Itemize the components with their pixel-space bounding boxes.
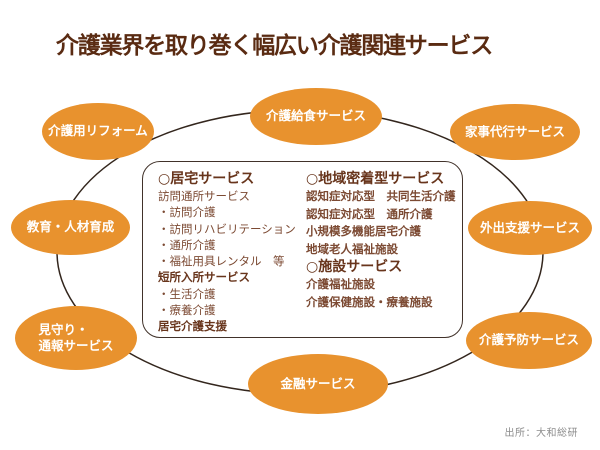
- service-item: ・生活介護: [158, 286, 216, 301]
- service-item: 介護福祉施設: [306, 277, 375, 292]
- service-subheading: 短所入所サービス: [158, 270, 250, 285]
- service-list-box: ○居宅サービス 訪問通所サービス ・訪問介護 ・訪問リハビリテーション ・通所介…: [142, 161, 463, 338]
- service-item: ・福祉用具レンタル 等: [158, 254, 285, 269]
- bubble-label: 介護用リフォーム: [48, 123, 148, 139]
- service-item: 小規模多機能居宅介護: [306, 224, 421, 239]
- bubble-label: 介護予防サービス: [478, 332, 579, 348]
- bubble-gaishutsu-shien: 外出支援サービス: [468, 201, 592, 255]
- service-category-heading: ○地域密着型サービス: [306, 171, 445, 187]
- service-item: 介護保健施設・療養施設: [306, 294, 433, 309]
- service-item: ・訪問リハビリテーション: [158, 221, 296, 236]
- bubble-label: 介護給食サービス: [265, 108, 366, 124]
- bubble-label: 外出支援サービス: [479, 219, 580, 235]
- service-subheading: 居宅介護支援: [158, 319, 227, 334]
- service-list-left-column: ○居宅サービス 訪問通所サービス ・訪問介護 ・訪問リハビリテーション ・通所介…: [158, 170, 306, 337]
- service-item: ・訪問介護: [158, 205, 216, 220]
- bubble-kaji-daiko-service: 家事代行サービス: [450, 104, 580, 160]
- service-category-heading: ○施設サービス: [306, 259, 403, 276]
- bubble-label: 家事代行サービス: [464, 123, 565, 139]
- service-list-right-column: ○地域密着型サービス 認知症対応型 共同生活介護 認知症対応型 通所介護 小規模…: [306, 170, 462, 337]
- bubble-kinyu-service: 金融サービス: [248, 354, 388, 414]
- source-note: 出所：大和総研: [504, 428, 578, 439]
- service-category-heading: ○居宅サービス: [158, 171, 255, 187]
- bubble-kyushoku-service: 介護給食サービス: [250, 88, 382, 145]
- service-item: 認知症対応型 共同生活介護: [306, 189, 456, 203]
- service-item: 訪問通所サービス: [158, 189, 250, 203]
- bubble-label: 教育・人材育成: [26, 219, 115, 235]
- bubble-kaigo-reform: 介護用リフォーム: [42, 103, 154, 160]
- service-item: 地域老人福祉施設: [306, 241, 398, 256]
- diagram-title: 介護業界を取り巻く幅広い介護関連サービス: [56, 33, 493, 59]
- bubble-label: 見守り・ 通報サービス: [38, 321, 114, 353]
- bubble-kaigo-yobo: 介護予防サービス: [466, 312, 592, 369]
- service-item: 認知症対応型 通所介護: [306, 206, 433, 221]
- service-item: ・通所介護: [158, 237, 216, 252]
- service-item: ・療養介護: [158, 303, 216, 318]
- bubble-kyoiku-jinzai: 教育・人材育成: [11, 200, 130, 255]
- bubble-label: 金融サービス: [280, 375, 356, 391]
- bubble-mimamori-tsuho: 見守り・ 通報サービス: [15, 306, 137, 370]
